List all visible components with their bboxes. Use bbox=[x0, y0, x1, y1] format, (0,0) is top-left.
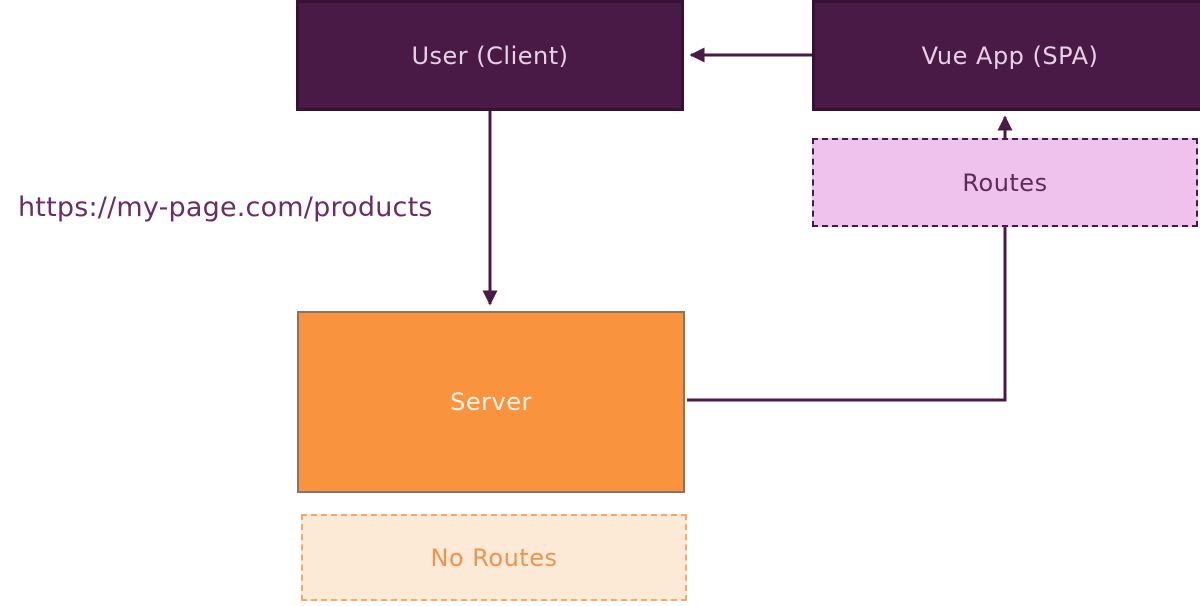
node-user-client: User (Client) bbox=[296, 0, 684, 111]
node-user-client-label: User (Client) bbox=[411, 41, 569, 70]
node-no-routes: No Routes bbox=[301, 514, 687, 601]
node-server-label: Server bbox=[450, 388, 532, 416]
edge-server-to-routes-line bbox=[687, 227, 1007, 402]
node-routes: Routes bbox=[812, 138, 1198, 227]
node-vue-app-label: Vue App (SPA) bbox=[921, 41, 1099, 70]
url-annotation: https://my-page.com/products bbox=[18, 192, 433, 223]
node-server: Server bbox=[297, 311, 685, 493]
node-routes-label: Routes bbox=[962, 168, 1048, 197]
node-vue-app: Vue App (SPA) bbox=[812, 0, 1200, 111]
node-no-routes-label: No Routes bbox=[430, 543, 558, 572]
